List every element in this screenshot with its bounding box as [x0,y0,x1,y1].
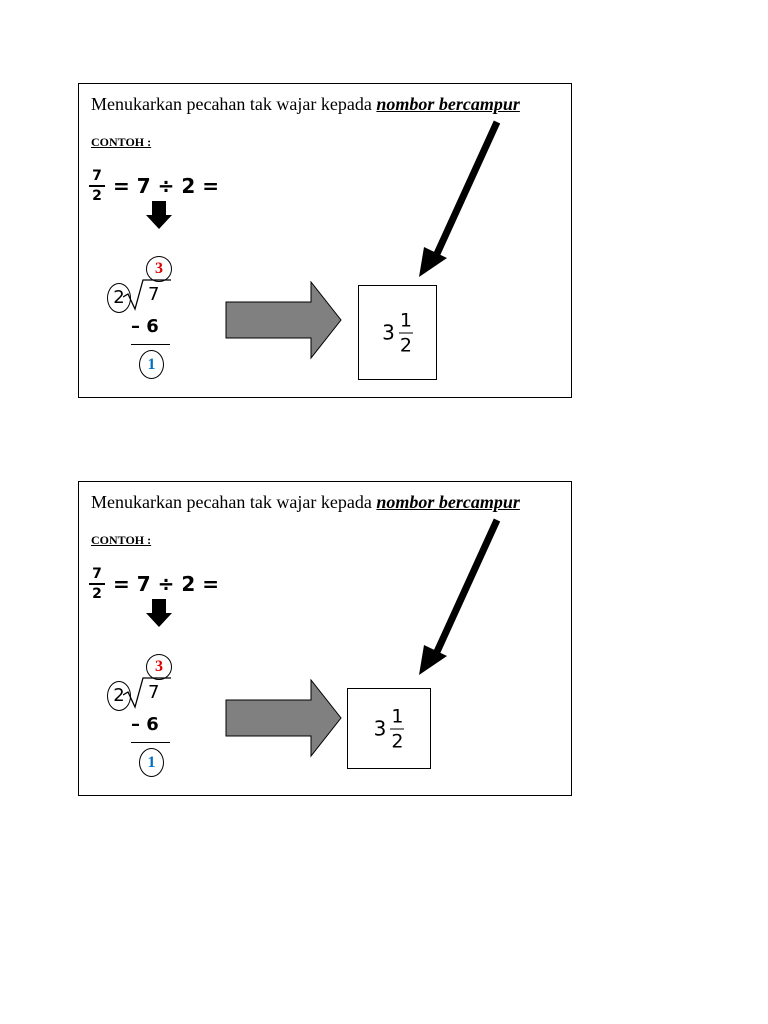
improper-fraction: 7 2 [89,566,105,602]
mixed-fraction: 1 2 [398,309,413,356]
card-title: Menukarkan pecahan tak wajar kepada nomb… [91,492,520,513]
right-block-arrow-icon [225,679,342,758]
diagonal-arrow-icon [419,120,501,277]
mixed-fraction: 1 2 [390,705,405,752]
mixed-denominator: 2 [391,730,404,752]
mixed-fraction-bar [398,332,413,333]
division-rule [131,742,170,743]
fraction-denominator: 2 [92,585,102,602]
title-text: Menukarkan pecahan tak wajar kepada [91,492,377,512]
fraction-numerator: 7 [92,168,102,184]
title-text: Menukarkan pecahan tak wajar kepada [91,94,377,114]
long-division-bracket [123,677,171,709]
quotient-circle: 3 [146,654,172,680]
example-label: CONTOH : [91,533,152,547]
fraction-bar [89,583,105,585]
division-equation: = 7 ÷ 2 = [113,174,219,198]
example-card-2: Menukarkan pecahan tak wajar kepada nomb… [78,481,572,796]
mixed-number: 3 1 2 [348,705,430,752]
mixed-denominator: 2 [399,334,412,356]
dividend: 7 [148,284,160,305]
mixed-whole: 3 [382,320,395,345]
division-equation: = 7 ÷ 2 = [113,572,219,596]
example-card-1: Menukarkan pecahan tak wajar kepada nomb… [78,83,572,398]
mixed-number: 3 1 2 [359,309,436,356]
fraction-bar [89,185,105,187]
fraction-numerator: 7 [92,566,102,582]
down-arrow-icon [146,201,172,229]
long-division-bracket [123,279,171,311]
diagonal-arrow-icon [419,518,501,675]
answer-box: 3 1 2 [347,688,431,769]
mixed-fraction-bar [390,728,405,729]
dividend: 7 [148,682,160,703]
remainder-circle: 1 [139,748,164,777]
right-block-arrow-icon [225,281,342,360]
division-rule [131,344,170,345]
title-emphasis: nombor bercampur [376,492,520,512]
subtraction-value: – 6 [131,714,159,735]
fraction-denominator: 2 [92,187,102,204]
title-emphasis: nombor bercampur [376,94,520,114]
mixed-numerator: 1 [399,309,412,331]
example-label: CONTOH : [91,135,152,149]
answer-box: 3 1 2 [358,285,437,380]
mixed-whole: 3 [373,716,387,741]
quotient-circle: 3 [146,256,172,282]
card-title: Menukarkan pecahan tak wajar kepada nomb… [91,94,520,115]
down-arrow-icon [146,599,172,627]
improper-fraction: 7 2 [89,168,105,204]
remainder-circle: 1 [139,350,164,379]
subtraction-value: – 6 [131,316,159,337]
mixed-numerator: 1 [391,705,404,727]
